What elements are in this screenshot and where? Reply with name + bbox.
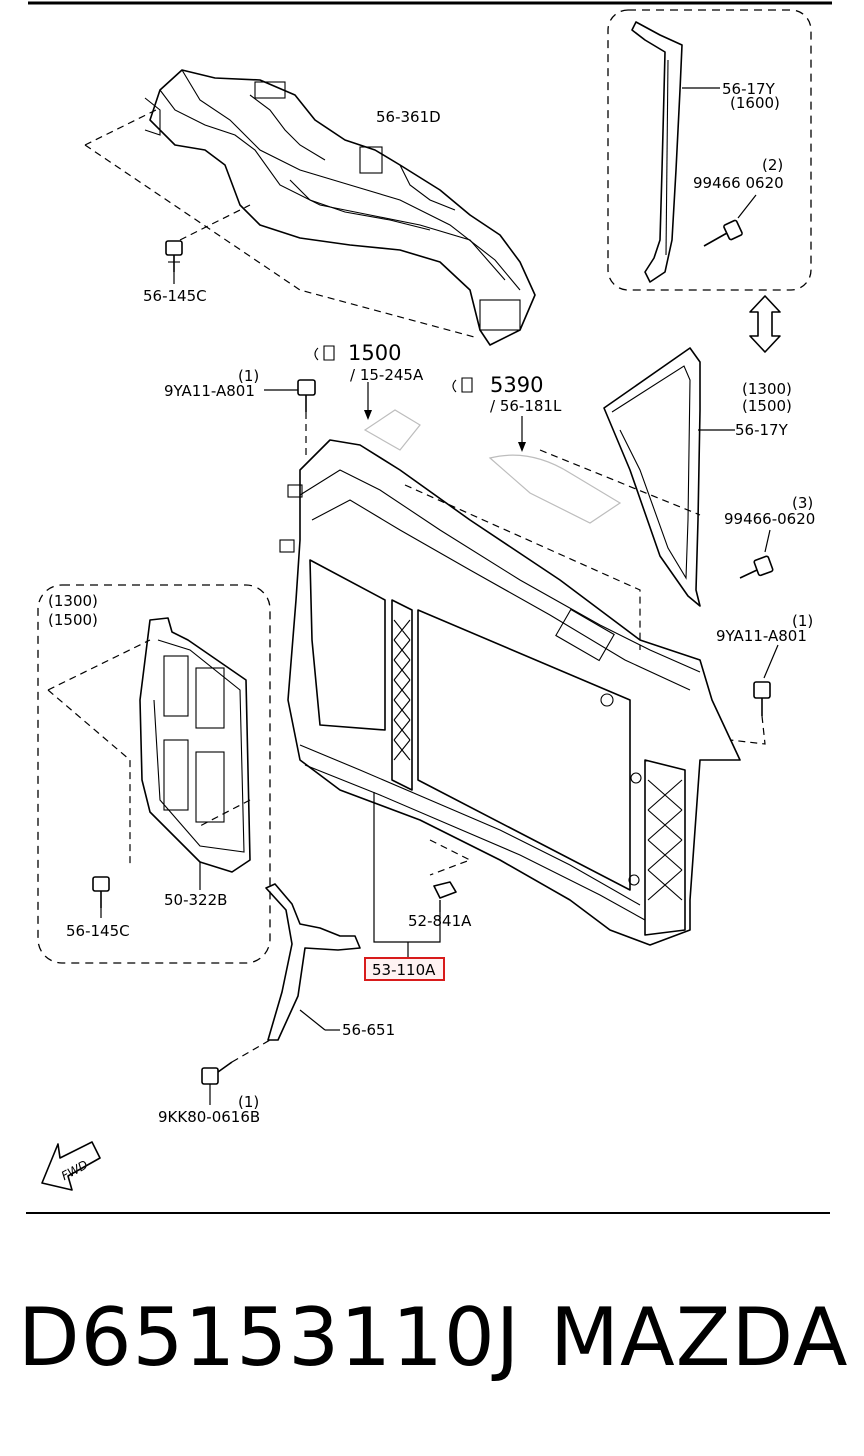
label-5390-big: 5390 <box>490 373 543 397</box>
seal-50-322b-drawing <box>47 617 251 890</box>
bolt-99466-mid-drawing <box>739 529 774 579</box>
label-1500-right: (1500) <box>742 397 792 415</box>
shroud-guide-dash-a <box>84 107 161 146</box>
callout-5390-drawing <box>452 377 526 452</box>
callout-1500-drawing <box>314 345 372 420</box>
leader-53-110a <box>373 792 441 943</box>
bolt-9ya11-right-drawing <box>729 644 779 745</box>
label-1500-left: (1500) <box>48 611 98 629</box>
label-99466-0620-top: 99466 0620 <box>693 174 784 192</box>
stay-56-17y-top-drawing <box>631 21 720 283</box>
label-qty-1-c: (1) <box>238 1093 259 1111</box>
label-15-245a: / 15-245A <box>350 366 424 384</box>
label-qty-1-a: (1) <box>238 367 259 385</box>
bolt-9kk80-drawing <box>201 1039 271 1105</box>
radiator-support-drawing <box>279 439 741 946</box>
nut-52-841a-drawing <box>433 881 457 912</box>
label-56-145c-bottom: 56-145C <box>66 922 130 940</box>
part-number-caption: D65153110J <box>18 1291 521 1384</box>
label-qty-2: (2) <box>762 156 783 174</box>
label-56-17y-mid: 56-17Y <box>735 421 789 439</box>
label-56-651: 56-651 <box>342 1021 395 1039</box>
clip-56-145c-bottom-drawing <box>92 876 110 918</box>
dashed-box-1600 <box>607 9 812 291</box>
support-dash-a <box>539 449 701 516</box>
bolt-99466-top-drawing <box>703 194 757 247</box>
label-56-145c-top: 56-145C <box>143 287 207 305</box>
dashed-box-1300-1500 <box>37 584 271 964</box>
stay-56-17y-mid-drawing <box>603 347 735 607</box>
label-9ya11-a801-right: 9YA11-A801 <box>716 627 807 645</box>
bracket-56-651-drawing <box>265 883 361 1041</box>
upper-air-guide-drawing <box>144 69 536 346</box>
label-53-110a: 53-110A <box>372 961 436 979</box>
label-50-322b: 50-322B <box>164 891 227 909</box>
label-1300-left: (1300) <box>48 592 98 610</box>
support-dash-b <box>404 484 641 650</box>
fwd-arrow-icon: FWD <box>41 1141 101 1191</box>
label-9kk80-0616b: 9KK80-0616B <box>158 1108 260 1126</box>
label-1500-big: 1500 <box>348 341 401 365</box>
support-dash-c <box>429 839 472 876</box>
highlight-box-53-110a <box>364 957 445 981</box>
label-56-17y-top: 56-17Y <box>722 80 776 98</box>
label-99466-0620-mid: 99466-0620 <box>724 510 815 528</box>
label-9ya11-a801-left: 9YA11-A801 <box>164 382 255 400</box>
label-1300-right: (1300) <box>742 380 792 398</box>
ghost-part-56-181l <box>488 454 622 524</box>
fwd-label: FWD <box>59 1158 90 1184</box>
shroud-guide-dash-b <box>84 144 479 339</box>
label-qty-3: (3) <box>792 494 813 512</box>
ghost-part-15-245a <box>363 409 421 451</box>
shroud-guide-dash-c <box>179 204 251 241</box>
label-qty-1-b: (1) <box>792 612 813 630</box>
clip-56-145c-top-drawing <box>165 240 183 284</box>
label-56-361d: 56-361D <box>376 108 441 126</box>
brand-caption: MAZDA <box>550 1291 849 1384</box>
label-1600: (1600) <box>730 94 780 112</box>
bolt-9ya11-left-drawing <box>264 379 316 455</box>
label-52-841a: 52-841A <box>408 912 472 930</box>
label-56-181l: / 56-181L <box>490 397 562 415</box>
swap-arrow-icon <box>749 295 781 353</box>
